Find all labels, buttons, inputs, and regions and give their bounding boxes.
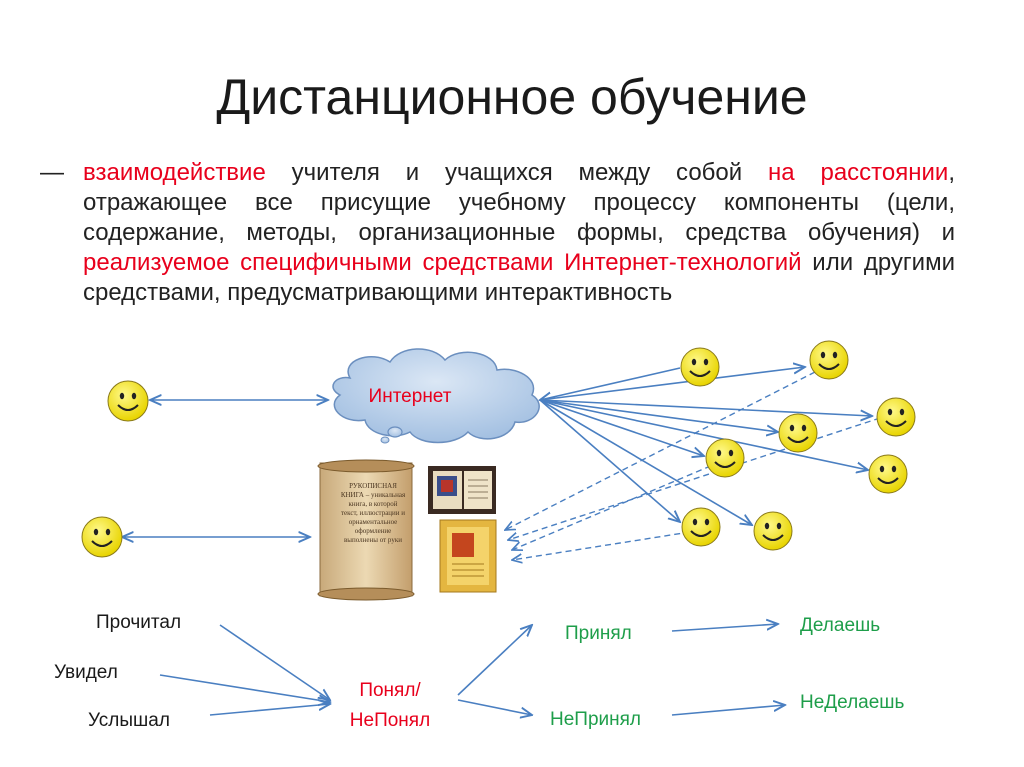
flow-do: Делаешь <box>800 615 880 637</box>
student-smiley-icon <box>681 348 719 386</box>
flow-understood-line: НеПонял <box>335 706 445 736</box>
flow-accepted: Принял <box>565 623 632 645</box>
cloud-link <box>540 367 805 400</box>
flow-not-do: НеДелаешь <box>800 692 904 714</box>
golden-manuscript-icon <box>440 520 496 592</box>
book-link <box>512 532 690 560</box>
flow-arrow <box>458 700 532 715</box>
flow-arrow <box>672 705 785 715</box>
student-smiley-icon <box>754 512 792 550</box>
teacher-smiley-icon <box>108 381 148 421</box>
scroll-text: РУКОПИСНАЯ КНИГА – уникальная книга, в к… <box>340 482 406 545</box>
flow-input-heard: Услышал <box>88 710 170 732</box>
flow-arrow <box>160 675 330 702</box>
cloud-link <box>540 368 680 400</box>
student-smiley-icon <box>877 398 915 436</box>
flow-arrow <box>458 625 532 695</box>
internet-label: Интернет <box>340 386 480 408</box>
student-smiley-icon <box>82 517 122 557</box>
student-smiley-icon <box>779 414 817 452</box>
cloud-link <box>540 400 778 432</box>
flow-input-read: Прочитал <box>96 612 181 634</box>
flow-input-seen: Увидел <box>54 662 118 684</box>
flow-understood-line: Понял/ <box>335 676 445 706</box>
student-smiley-icon <box>869 455 907 493</box>
flow-understood: Понял/ НеПонял <box>335 676 445 736</box>
flow-arrow <box>210 704 330 715</box>
cloud-link <box>540 400 868 470</box>
student-smiley-icon <box>706 439 744 477</box>
book-link <box>505 372 815 530</box>
cloud-link <box>540 400 872 416</box>
cloud-link <box>540 400 680 522</box>
flow-arrow <box>672 624 778 631</box>
flow-arrow <box>220 625 330 700</box>
student-smiley-icon <box>810 341 848 379</box>
student-smiley-icon <box>682 508 720 546</box>
open-book-icon <box>428 466 496 514</box>
flow-not-accepted: НеПринял <box>550 709 641 731</box>
flow-arrows <box>160 624 785 715</box>
